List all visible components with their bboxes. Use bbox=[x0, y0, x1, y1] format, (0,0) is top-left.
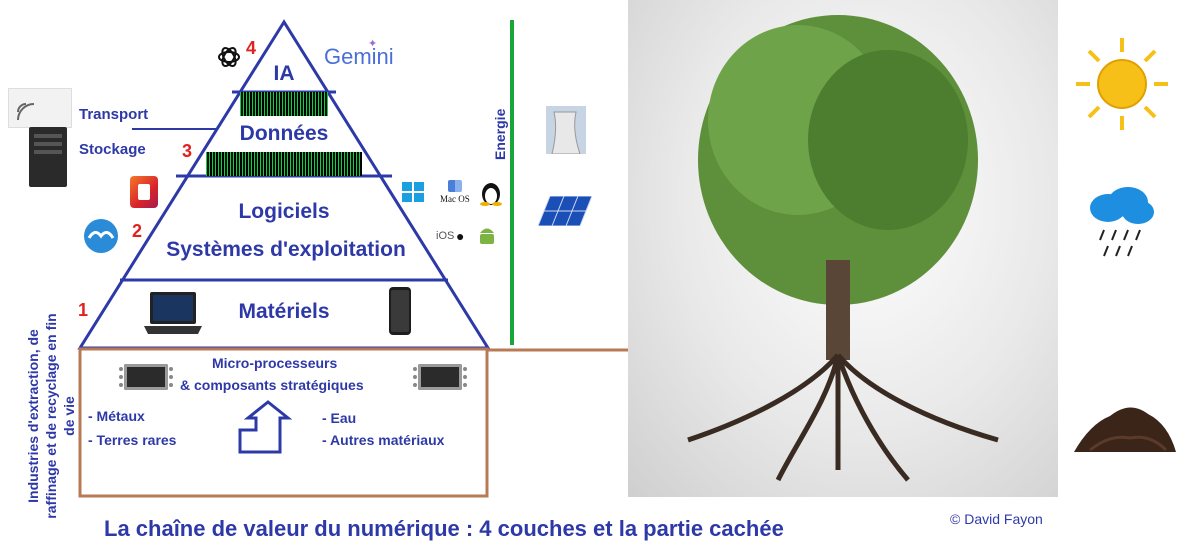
copyright-credit: © David Fayon bbox=[950, 511, 1043, 527]
hidden-part-box bbox=[78, 347, 489, 498]
soil-icon bbox=[1074, 407, 1176, 452]
ios-label: iOS bbox=[436, 230, 455, 242]
industries-vertical-label: Industries d'extraction, de raffinage et… bbox=[25, 313, 77, 519]
layer-donnees-label: Données bbox=[239, 122, 329, 145]
transport-label: Transport bbox=[79, 106, 149, 123]
microchip-left-icon bbox=[119, 364, 173, 390]
layer-number-2: 2 bbox=[132, 221, 143, 241]
strategic-components-title: & composants stratégiques bbox=[180, 377, 364, 393]
stockage-label: Stockage bbox=[79, 141, 146, 158]
linux-tux-icon bbox=[480, 183, 502, 206]
macos-label: Mac OS bbox=[440, 194, 470, 204]
layer-number-4: 4 bbox=[246, 38, 257, 58]
office-icon-inner bbox=[138, 184, 150, 200]
openoffice-icon bbox=[84, 219, 118, 253]
network-antenna-icon bbox=[17, 103, 35, 121]
energie-label: Energie bbox=[492, 108, 508, 160]
smartphone-icon bbox=[389, 287, 411, 335]
layer-number-3: 3 bbox=[182, 141, 193, 161]
layer-logiciels-label: Logiciels bbox=[238, 200, 330, 223]
server-icon bbox=[29, 127, 67, 187]
layer-systemes-label: Systèmes d'exploitation bbox=[166, 238, 406, 261]
gemini-sparkle-icon: ✦ bbox=[368, 38, 378, 50]
openai-icon bbox=[218, 46, 240, 68]
item-metaux: - Métaux bbox=[88, 408, 145, 424]
android-icon bbox=[480, 228, 494, 244]
data-matrix-bottom bbox=[206, 152, 362, 176]
microprocessors-title: Micro-processeurs bbox=[212, 355, 338, 371]
gemini-logo: Gemini bbox=[324, 44, 394, 69]
layer-ia-label: IA bbox=[273, 62, 295, 85]
up-arrow-icon bbox=[238, 400, 293, 454]
apple-icon: ● bbox=[456, 228, 465, 244]
footer-title: La chaîne de valeur du numérique : 4 cou… bbox=[104, 516, 784, 541]
item-terres-rares: - Terres rares bbox=[88, 432, 177, 448]
data-matrix-top bbox=[240, 92, 328, 116]
solar-panel-icon bbox=[538, 196, 592, 226]
macos-finder-icon bbox=[448, 180, 462, 192]
nuclear-plant-icon bbox=[546, 106, 586, 154]
layer-number-1: 1 bbox=[78, 300, 89, 320]
rain-cloud-icon bbox=[1090, 187, 1154, 257]
sun-icon bbox=[1076, 38, 1168, 130]
windows-icon bbox=[402, 182, 424, 202]
laptop-icon bbox=[144, 292, 202, 334]
item-autres-materiaux: - Autres matériaux bbox=[322, 432, 445, 448]
microchip-right-icon bbox=[413, 364, 467, 390]
tree-illustration bbox=[687, 15, 999, 482]
item-eau: - Eau bbox=[322, 410, 357, 426]
layer-materiels-label: Matériels bbox=[238, 300, 330, 323]
